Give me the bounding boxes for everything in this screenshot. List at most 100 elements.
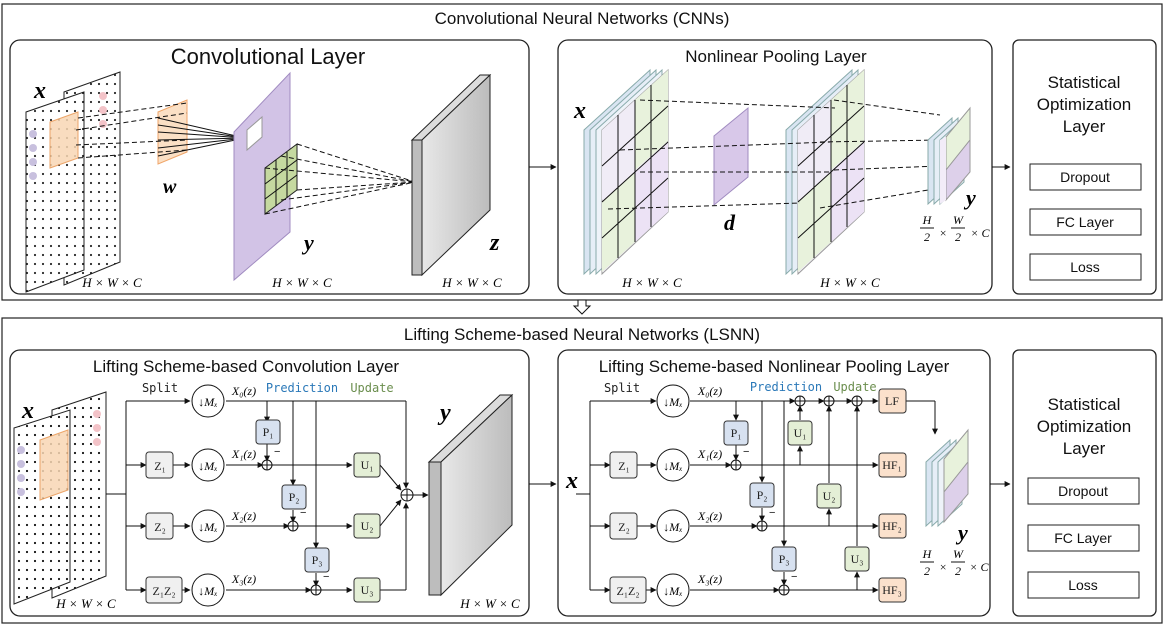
downsample-nodes-conv bbox=[191, 384, 225, 607]
z-boxes-conv bbox=[145, 451, 183, 604]
sum-nodes-pool bbox=[730, 395, 863, 596]
svg-text:2: 2 bbox=[924, 230, 930, 244]
p-boxes-pool bbox=[723, 420, 797, 572]
svg-text:×: × bbox=[939, 226, 947, 240]
lf-label: LF bbox=[885, 394, 899, 408]
svg-text:↓Mₓ: ↓Mₓ bbox=[663, 520, 682, 534]
z-boxes-pool bbox=[609, 451, 647, 604]
cnn-title: Convolutional Neural Networks (CNNs) bbox=[435, 9, 730, 28]
svg-text:Optimization: Optimization bbox=[1037, 417, 1131, 436]
update-label-conv: Update bbox=[350, 381, 393, 395]
svg-text:×: × bbox=[939, 560, 947, 574]
svg-text:X₁(z): X₁(z) bbox=[697, 447, 722, 461]
svg-text:U₃: U₃ bbox=[851, 552, 864, 566]
svg-text:X₃(z): X₃(z) bbox=[231, 572, 256, 586]
minus-signs-conv: −−− bbox=[274, 446, 329, 583]
prediction-label-conv: Prediction bbox=[266, 381, 338, 395]
svg-text:X₀(z): X₀(z) bbox=[231, 384, 256, 398]
svg-text:P₁: P₁ bbox=[263, 425, 274, 439]
svg-text:↓Mₓ: ↓Mₓ bbox=[663, 395, 682, 409]
p-boxes-conv bbox=[255, 419, 330, 573]
u-boxes-pool bbox=[787, 420, 870, 572]
svg-text:Statistical: Statistical bbox=[1048, 395, 1121, 414]
feature-map-dim: H × W × C bbox=[271, 275, 332, 290]
lifting-pool-output-tensor bbox=[925, 428, 969, 528]
conv-input-tensor bbox=[25, 71, 121, 293]
svg-text:W: W bbox=[953, 213, 964, 227]
svg-text:−: − bbox=[743, 446, 749, 458]
pool-output-y: y bbox=[963, 185, 976, 210]
prediction-label-pool: Prediction bbox=[750, 380, 822, 394]
lifting-conv-in-dim: H × W × C bbox=[55, 596, 116, 611]
svg-text:X₂(z): X₂(z) bbox=[697, 509, 722, 523]
svg-text:Layer: Layer bbox=[1063, 117, 1106, 136]
conv-rays-to-z bbox=[264, 143, 416, 215]
svg-text:× C: × C bbox=[969, 560, 989, 574]
pool-output-dim: H 2 × W 2 × C bbox=[920, 213, 991, 244]
u-boxes-conv bbox=[353, 452, 381, 603]
lifting-pool-y: y bbox=[955, 520, 968, 545]
hf2-label: HF₂ bbox=[882, 519, 902, 533]
lifting-conv-flow bbox=[106, 398, 429, 593]
svg-text:↓Mₓ: ↓Mₓ bbox=[663, 584, 682, 598]
lifting-pool-flow bbox=[576, 398, 938, 593]
svg-text:P₂: P₂ bbox=[757, 488, 768, 502]
svg-text:X₁(z): X₁(z) bbox=[231, 447, 256, 461]
svg-text:−: − bbox=[274, 446, 280, 458]
lifting-pool-x: x bbox=[565, 468, 578, 494]
kernel-label: w bbox=[163, 176, 177, 198]
svg-text:2: 2 bbox=[955, 564, 961, 578]
lifting-conv-output-block bbox=[427, 393, 514, 597]
fc-label-bottom: FC Layer bbox=[1054, 530, 1112, 546]
svg-text:X₀(z): X₀(z) bbox=[697, 384, 722, 398]
conv-input-x: x bbox=[33, 78, 46, 104]
svg-text:P₃: P₃ bbox=[779, 552, 790, 566]
lifting-conv-panel: Lifting Scheme-based Convolution Layer x… bbox=[9, 349, 530, 617]
pool-input-dim: H × W × C bbox=[621, 275, 682, 290]
svg-text:P₃: P₃ bbox=[312, 553, 323, 567]
svg-text:↓Mₓ: ↓Mₓ bbox=[198, 584, 217, 598]
svg-text:H: H bbox=[922, 213, 933, 227]
lifting-pool-title: Lifting Scheme-based Nonlinear Pooling L… bbox=[599, 357, 950, 376]
update-label-pool: Update bbox=[833, 380, 876, 394]
conv-layer-title: Convolutional Layer bbox=[171, 44, 365, 69]
section-transition-arrow bbox=[572, 299, 592, 315]
svg-text:Z₁Z₂: Z₁Z₂ bbox=[152, 584, 175, 598]
pool-output-tensor bbox=[927, 106, 971, 206]
svg-text:U₃: U₃ bbox=[361, 583, 374, 597]
lifting-conv-title: Lifting Scheme-based Convolution Layer bbox=[93, 357, 400, 376]
svg-text:Z₁Z₂: Z₁Z₂ bbox=[616, 584, 639, 598]
split-label-pool: Split bbox=[604, 381, 640, 395]
feature-map-y bbox=[233, 71, 298, 282]
cnn-section: Convolutional Neural Networks (CNNs) Con… bbox=[1, 3, 1163, 301]
pool-d-filter bbox=[713, 106, 749, 207]
kernel-rays bbox=[75, 102, 246, 159]
fc-label-top: FC Layer bbox=[1056, 214, 1114, 230]
pool-mid-dim: H × W × C bbox=[819, 275, 880, 290]
minus-signs-pool: −−− bbox=[743, 446, 797, 583]
lsnn-section: Lifting Scheme-based Neural Networks (LS… bbox=[1, 317, 1163, 624]
svg-text:W: W bbox=[953, 547, 964, 561]
hf3-label: HF₃ bbox=[882, 583, 902, 597]
svg-text:X₂(z): X₂(z) bbox=[231, 509, 256, 523]
pool-layer-title: Nonlinear Pooling Layer bbox=[685, 47, 867, 66]
svg-text:Z₂: Z₂ bbox=[154, 520, 166, 534]
svg-text:H: H bbox=[922, 547, 933, 561]
svg-text:↓Mₓ: ↓Mₓ bbox=[663, 459, 682, 473]
svg-text:U₁: U₁ bbox=[361, 458, 374, 472]
loss-label-top: Loss bbox=[1070, 259, 1100, 275]
svg-text:Z₁: Z₁ bbox=[154, 459, 166, 473]
pool-d-label: d bbox=[724, 210, 736, 235]
svg-text:2: 2 bbox=[924, 564, 930, 578]
svg-text:Statistical: Statistical bbox=[1048, 73, 1121, 92]
pool-input-x: x bbox=[573, 98, 586, 124]
pool-dashes bbox=[607, 99, 941, 210]
pool-input-tensor bbox=[583, 68, 669, 276]
svg-text:U₁: U₁ bbox=[794, 426, 807, 440]
svg-text:Optimization: Optimization bbox=[1037, 95, 1131, 114]
conv-input-dim: H × W × C bbox=[81, 275, 142, 290]
lsnn-title: Lifting Scheme-based Neural Networks (LS… bbox=[404, 325, 760, 344]
stat-layer-top: Statistical Optimization Layer Dropout F… bbox=[1012, 39, 1157, 295]
loss-label-bottom: Loss bbox=[1068, 577, 1098, 593]
